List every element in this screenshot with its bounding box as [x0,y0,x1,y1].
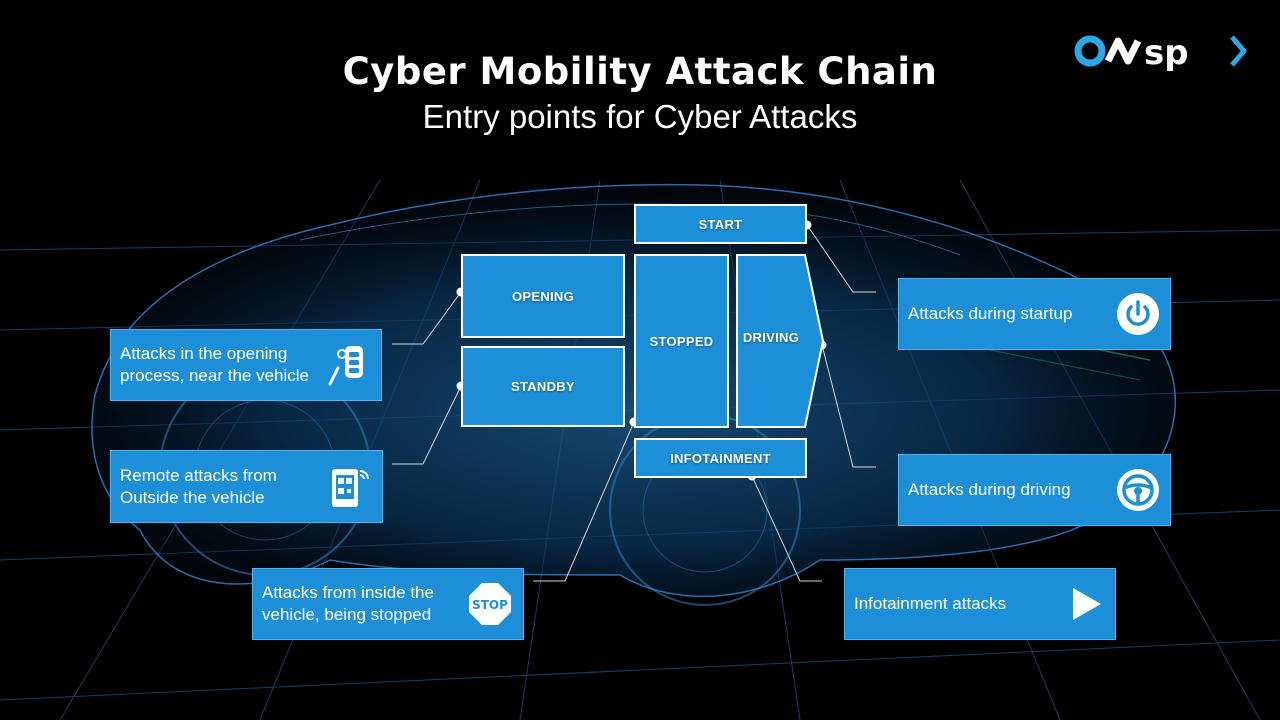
callout-opening-attacks: Attacks in the opening process, near the… [110,329,382,401]
stop-sign-icon: STOP [467,581,513,627]
smartphone-qr-icon [326,463,372,511]
play-icon [1069,584,1105,624]
callout-stopped-label: Attacks from inside the vehicle, being s… [262,583,434,624]
callout-infotainment-attacks: Infotainment attacks [844,568,1116,640]
logo-wordmark: sp [1144,33,1247,72]
svg-text:sp: sp [1144,33,1189,72]
stage-driving-arrow [736,254,825,428]
stage-opening: OPENING [461,254,625,338]
callout-remote-attacks: Remote attacks from Outside the vehicle [110,450,383,523]
stage-start: START [634,204,807,244]
callout-stopped-attacks: Attacks from inside the vehicle, being s… [252,568,524,640]
callout-driving-label: Attacks during driving [908,480,1071,499]
stage-standby: STANDBY [461,346,625,427]
power-icon [1116,292,1160,336]
callout-infotainment-label: Infotainment attacks [854,594,1007,613]
callout-remote-label: Remote attacks from Outside the vehicle [120,465,277,507]
stage-infotainment: INFOTAINMENT [634,438,807,478]
logo-mark-icon [1074,35,1142,67]
page-subtitle: Entry points for Cyber Attacks [422,98,858,135]
car-key-fob-icon [325,342,371,388]
brand-logo: sp [1074,33,1247,72]
callout-opening-label: Attacks in the opening process, near the… [120,344,309,385]
stage-stopped: STOPPED [634,254,729,428]
callout-startup-attacks: Attacks during startup [898,278,1171,350]
callout-startup-label: Attacks during startup [908,304,1073,323]
stop-sign-text: STOP [472,598,508,612]
page-title: Cyber Mobility Attack Chain [342,50,938,93]
stage-driving-label: DRIVING [742,330,800,345]
steering-wheel-icon [1116,468,1160,512]
callout-driving-attacks: Attacks during driving [898,454,1171,526]
